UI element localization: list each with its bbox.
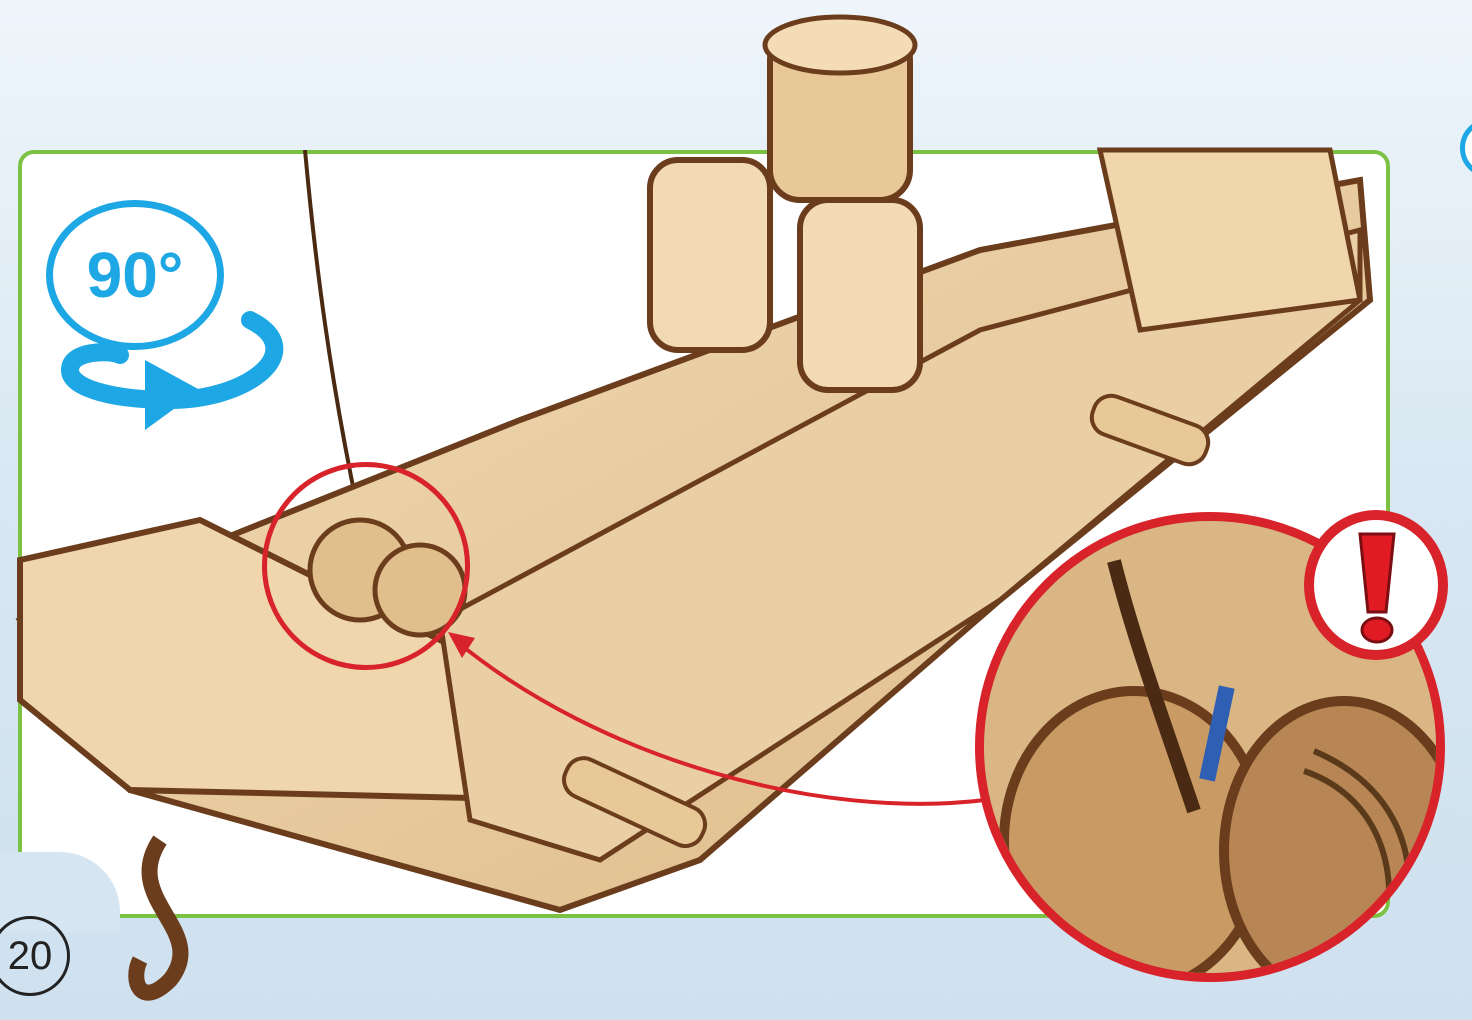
warning-badge — [1304, 510, 1448, 660]
exclamation-warning-icon — [1314, 520, 1438, 650]
seat-right — [800, 200, 920, 390]
rear-frame — [1100, 150, 1360, 330]
callout-highlight-ring — [262, 462, 470, 670]
rotate-clockwise-icon — [50, 280, 290, 440]
hook — [136, 840, 180, 993]
seat-left — [650, 160, 770, 350]
